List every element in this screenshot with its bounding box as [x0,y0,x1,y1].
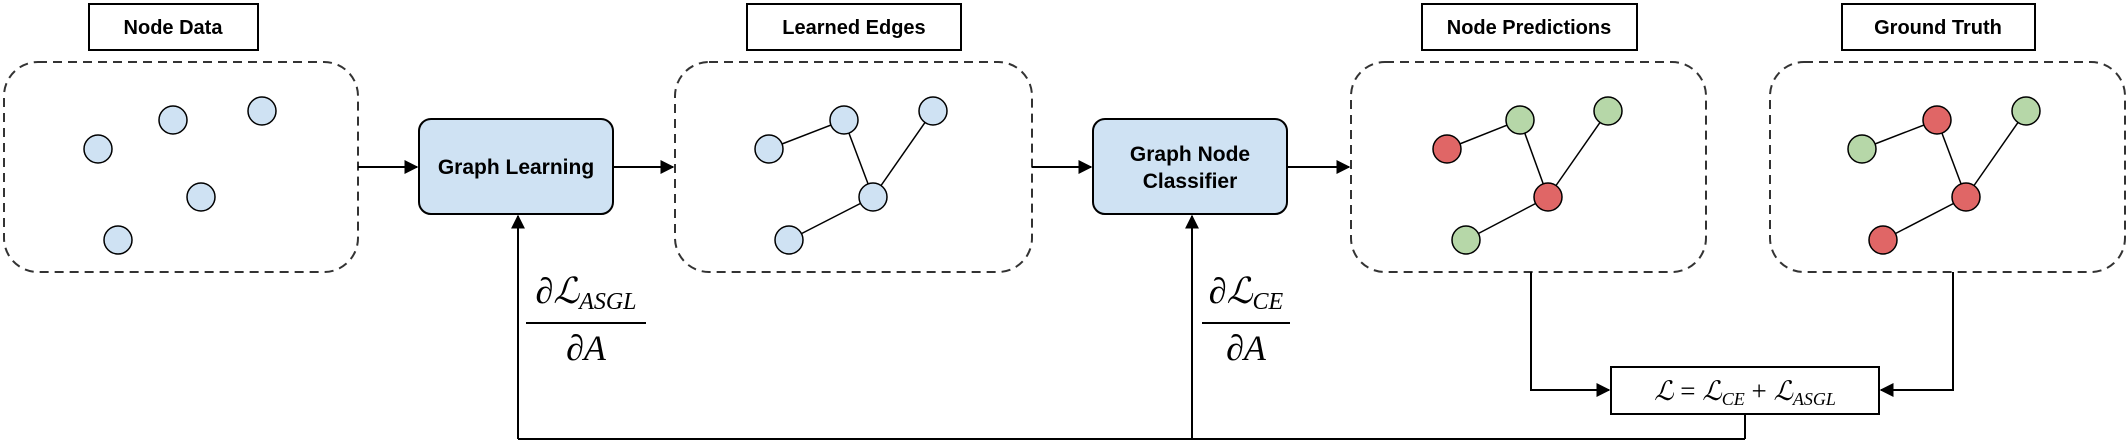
node [1593,96,1623,126]
node [186,182,216,212]
svg-text:Classifier: Classifier [1143,170,1238,193]
node [858,182,888,212]
node [1951,182,1981,212]
node [754,134,784,164]
edge [1965,110,2027,198]
gradient-asgl: ∂ℒASGL ∂A [526,271,646,368]
svg-text:∂A: ∂A [1226,328,1267,368]
node [1533,182,1563,212]
node [918,96,948,126]
arrow-predictions-to-loss [1530,272,1611,397]
node [1847,134,1877,164]
svg-text:Graph Node: Graph Node [1130,143,1250,166]
node [247,96,277,126]
node [1922,105,1952,135]
node [829,105,859,135]
gradient-ce: ∂ℒCE ∂A [1202,271,1290,368]
node-predictions-graph [1432,96,1623,255]
ground-truth-graph [1847,96,2041,255]
edge [1882,196,1967,241]
node [1868,225,1898,255]
edge [872,110,934,198]
backprop-lines [511,214,1746,440]
svg-text:Ground Truth: Ground Truth [1874,17,2002,39]
edge [1465,196,1549,241]
edge [1547,110,1609,198]
node-data-label: Node Data [88,3,259,51]
node [1505,105,1535,135]
ground-truth-label: Ground Truth [1841,3,2036,51]
node [774,225,804,255]
svg-text:∂A: ∂A [566,328,607,368]
node [83,134,113,164]
node [1432,134,1462,164]
svg-text:Node Predictions: Node Predictions [1447,17,1611,39]
loss-connectors [1530,272,1954,397]
svg-text:ℒ = ℒCE + ℒASGL: ℒ = ℒCE + ℒASGL [1654,376,1836,409]
graph-learning-box: Graph Learning [418,118,614,215]
svg-text:Node Data: Node Data [124,17,224,39]
node [103,225,133,255]
svg-text:Learned Edges: Learned Edges [782,17,925,39]
learned-edges-label: Learned Edges [746,3,962,51]
node [1451,225,1481,255]
svg-text:Graph Learning: Graph Learning [438,156,594,179]
edge [788,196,874,241]
learned-edges-panel [674,61,1033,273]
node-data-nodes [83,96,277,255]
learned-edges-graph [754,96,948,255]
ground-truth-panel [1769,61,2126,273]
arrow-ground-truth-to-loss [1879,272,1954,397]
svg-text:∂ℒCE: ∂ℒCE [1209,271,1284,315]
svg-text:∂ℒASGL: ∂ℒASGL [535,271,636,315]
node-predictions-label: Node Predictions [1421,3,1638,51]
node [2011,96,2041,126]
node [158,105,188,135]
node-predictions-panel [1350,61,1707,273]
loss-box: ℒ = ℒCE + ℒASGL [1610,366,1880,415]
node-data-panel [3,61,359,273]
graph-node-classifier-box: Graph Node Classifier [1092,118,1288,215]
